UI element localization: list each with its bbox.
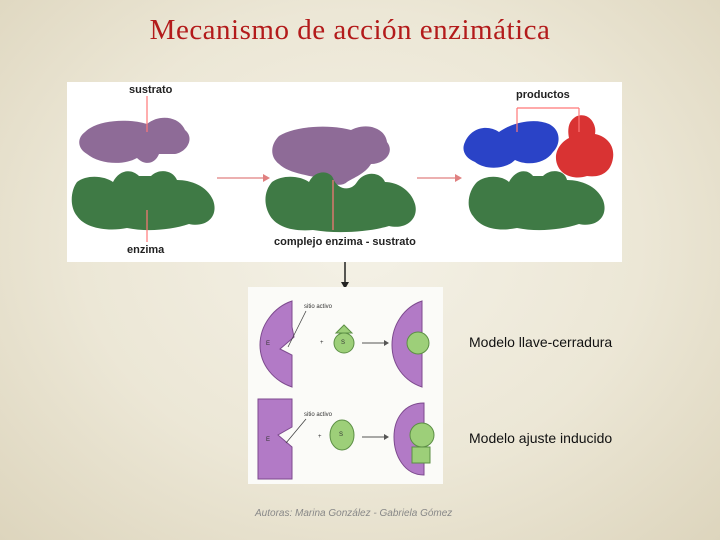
substrate-shape [79,117,190,163]
reaction-arrowhead-1 [263,174,270,182]
induced-fit-substrate-shape [329,419,355,451]
active-site-pointer-2 [285,418,307,444]
substrate-letter-1: S [341,340,346,346]
reaction-arrowhead-2 [455,174,462,182]
product-red-shape [555,115,614,178]
induced-fit-enzyme-shape [257,398,293,480]
models-drawing [257,300,435,480]
enzyme-shape [71,171,215,231]
active-site-label-2: sitio activo [304,412,333,418]
products-label: productos [516,89,570,101]
induced-fit-complex-block [411,446,431,464]
enzyme-mechanism-figure: sustrato productos enzima complejo enzim… [67,82,622,262]
lock-key-caption: Modelo llave-cerradura [469,334,613,350]
enzyme-mechanism-drawing [71,96,614,242]
plus-sign-1: + [320,340,324,346]
active-site-pointer-1 [287,310,307,348]
down-arrow-icon [341,262,349,289]
author-credit: Autoras: Marina González - Gabriela Góme… [255,508,453,519]
lock-key-arrowhead [384,340,389,346]
product-blue-shape [463,121,559,168]
product-enzyme-shape [468,171,605,231]
lock-key-substrate-notch [334,324,354,334]
active-site-label-1: sitio activo [304,304,333,310]
enzyme-letter-2: E [266,437,271,443]
plus-sign-2: + [318,434,322,440]
substrate-letter-2: S [339,432,344,438]
induced-fit-complex-substrate [409,422,435,448]
lock-key-enzyme-shape [259,300,295,388]
complex-label: complejo enzima - sustrato [274,236,416,248]
complex-substrate-shape [272,126,390,185]
enzyme-letter-1: E [266,341,271,347]
slide-title: Mecanismo de acción enzimática [149,14,551,46]
induced-fit-arrowhead [384,434,389,440]
enzyme-label: enzima [127,244,165,256]
lock-key-complex-substrate [406,331,430,355]
substrate-label: sustrato [129,84,173,96]
models-figure: sitio activo sitio activo E S + E S + [248,287,443,484]
complex-enzyme-shape [265,172,416,233]
induced-fit-caption: Modelo ajuste inducido [469,430,613,446]
